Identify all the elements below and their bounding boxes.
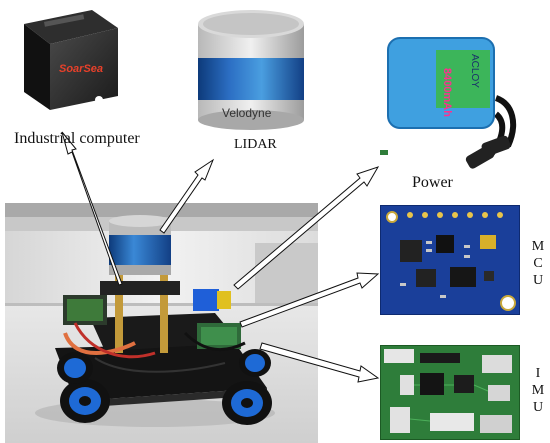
robot-car-photo [5, 203, 318, 443]
label-mcu-char: C [533, 256, 543, 271]
computer-box-image: SoarSea [24, 10, 118, 110]
label-lidar: LIDAR [234, 137, 277, 152]
battery-brand-text: ACLOY [469, 54, 480, 88]
label-industrial-computer: Industrial computer [14, 130, 140, 147]
arrow-to-imu [259, 342, 380, 383]
arrow-to-power [233, 166, 380, 290]
lidar-sensor-image: Velodyne [198, 10, 304, 130]
arrow-to-lidar [159, 158, 215, 234]
imu-board-image [380, 345, 520, 440]
battery-capacity-text: 8400mAh [441, 68, 453, 117]
label-imu-char: I [535, 366, 541, 381]
computer-brand-text: SoarSea [59, 63, 103, 75]
label-imu-char: M [531, 383, 545, 398]
mcu-board-image [380, 205, 520, 315]
label-power: Power [412, 174, 453, 191]
label-mcu-char: U [532, 273, 544, 288]
lidar-brand-text: Velodyne [222, 106, 272, 120]
arrow-to-mcu [239, 272, 380, 328]
label-imu-char: U [532, 400, 544, 415]
battery-pack-image: 8400mAh ACLOY [380, 37, 517, 169]
arrow-to-computer [61, 131, 123, 286]
label-mcu-char: M [531, 239, 545, 254]
label-mcu: M C U [530, 238, 546, 289]
label-imu: I M U [530, 365, 546, 416]
